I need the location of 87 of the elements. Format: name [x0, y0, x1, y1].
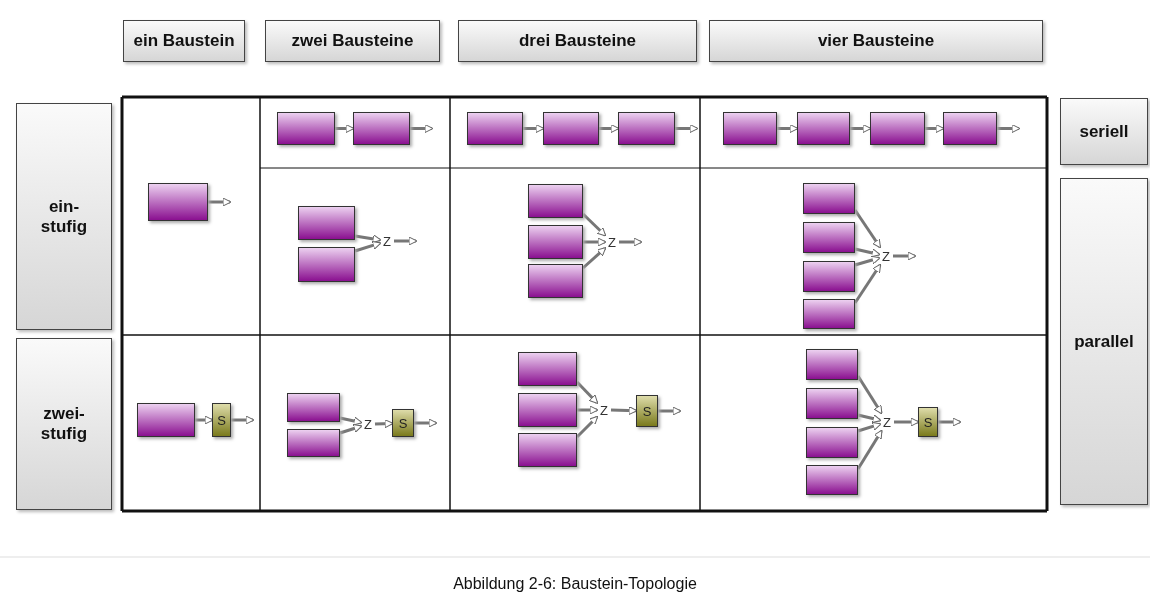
- arrow: [354, 240, 382, 253]
- arrow: [777, 124, 799, 133]
- column-header: vier Bausteine: [709, 20, 1043, 62]
- arrow: [850, 124, 872, 133]
- arrow: [195, 415, 214, 425]
- module-block: [943, 112, 997, 145]
- arrow: [853, 263, 882, 304]
- module-block: [806, 465, 858, 495]
- arrow: [577, 405, 599, 415]
- module-block: [528, 225, 583, 259]
- arrow: [581, 212, 607, 237]
- arrow: [658, 406, 682, 416]
- module-block: [528, 184, 583, 218]
- stage-block: S: [392, 409, 414, 437]
- module-block: [528, 264, 583, 298]
- arrow: [335, 124, 355, 133]
- module-block: [287, 429, 340, 457]
- module-block: [287, 393, 340, 422]
- arrow: [414, 418, 438, 428]
- module-block: [723, 112, 777, 145]
- arrow: [339, 424, 363, 435]
- arrow: [938, 417, 962, 427]
- column-header: zwei Bausteine: [265, 20, 440, 62]
- column-header: ein Baustein: [123, 20, 245, 62]
- arrow: [854, 247, 881, 258]
- module-block: [803, 261, 855, 292]
- arrow: [575, 380, 599, 404]
- arrow: [354, 234, 382, 244]
- module-block: [277, 112, 335, 145]
- module-block: [797, 112, 850, 145]
- junction-label: Z: [380, 232, 394, 250]
- module-block: [806, 427, 858, 458]
- module-block: [137, 403, 195, 437]
- arrow: [997, 124, 1021, 133]
- module-block: [467, 112, 523, 145]
- arrow: [583, 237, 607, 247]
- arrow: [856, 429, 883, 470]
- arrow: [610, 406, 638, 415]
- column-header: drei Bausteine: [458, 20, 697, 62]
- arrow: [854, 255, 881, 267]
- arrow: [893, 251, 917, 261]
- junction-label: Z: [605, 233, 619, 251]
- arrow: [575, 415, 599, 439]
- arrow: [339, 416, 363, 426]
- row-header: ein- stufig: [16, 103, 112, 330]
- junction-label: Z: [880, 413, 894, 431]
- module-block: [518, 433, 577, 467]
- side-header: seriell: [1060, 98, 1148, 165]
- arrow: [374, 419, 394, 429]
- stage-block: S: [212, 403, 231, 437]
- junction-label: Z: [879, 247, 893, 265]
- arrow: [856, 375, 883, 415]
- module-block: [148, 183, 208, 221]
- junction-label: Z: [361, 415, 375, 433]
- stage-block: S: [636, 395, 658, 427]
- arrow: [675, 124, 699, 133]
- row-header: zwei- stufig: [16, 338, 112, 510]
- module-block: [298, 247, 355, 282]
- arrow: [599, 124, 620, 133]
- module-block: [803, 183, 855, 214]
- arrow: [394, 236, 418, 246]
- arrow: [410, 124, 434, 133]
- module-block: [518, 393, 577, 427]
- junction-label: Z: [597, 401, 611, 419]
- module-block: [353, 112, 410, 145]
- module-block: [870, 112, 925, 145]
- arrow: [857, 421, 882, 433]
- arrow: [853, 209, 882, 249]
- module-block: [298, 206, 355, 240]
- arrow: [231, 415, 255, 425]
- arrow: [523, 124, 545, 133]
- arrow: [619, 237, 643, 247]
- module-block: [806, 349, 858, 380]
- arrow: [582, 247, 607, 270]
- arrow: [857, 413, 882, 424]
- module-block: [806, 388, 858, 419]
- module-block: [518, 352, 577, 386]
- module-block: [618, 112, 675, 145]
- module-block: [803, 222, 855, 253]
- arrow: [925, 124, 945, 133]
- module-block: [803, 299, 855, 329]
- arrow: [894, 417, 920, 427]
- stage-block: S: [918, 407, 938, 437]
- arrow: [208, 197, 232, 207]
- module-block: [543, 112, 599, 145]
- side-header: parallel: [1060, 178, 1148, 505]
- caption: Abbildung 2-6: Baustein-Topologie: [452, 575, 698, 593]
